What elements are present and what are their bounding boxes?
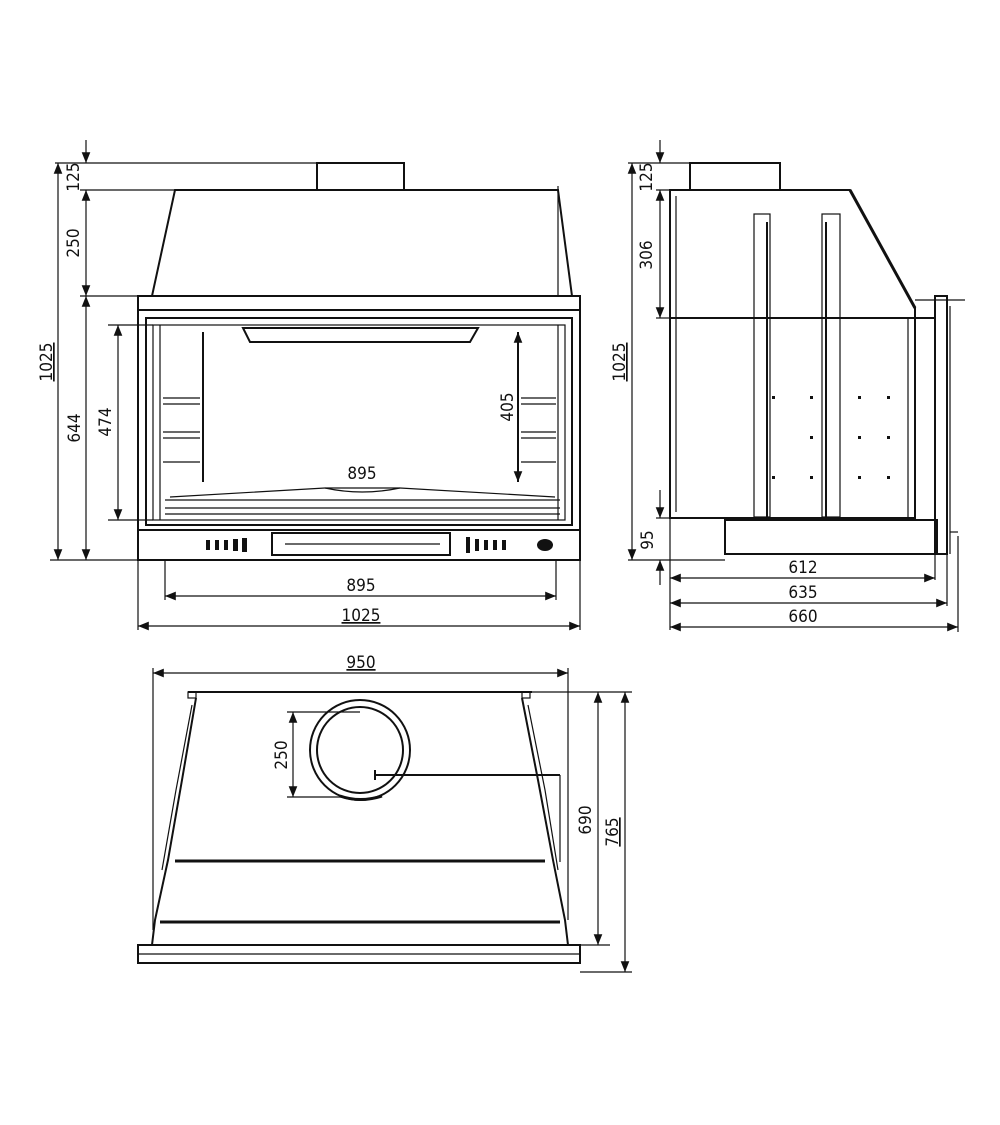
side-base — [724, 519, 938, 555]
front-hearth-floor — [169, 487, 556, 498]
front-top-plate — [137, 295, 581, 311]
front-left-grate — [163, 397, 200, 463]
top-flue-outer — [309, 699, 411, 801]
side-rivets — [772, 396, 890, 479]
air-control-knob — [537, 539, 553, 551]
front-dim-width-895: 895 — [346, 576, 375, 596]
side-view: 125 306 1025 95 612 635 660 — [610, 140, 965, 632]
front-dim-top-offset: 125 — [64, 162, 84, 191]
ash-drawer — [271, 532, 451, 556]
front-dim-width-1025: 1025 — [342, 606, 381, 626]
side-body — [669, 189, 916, 519]
side-dim-base-height: 95 — [638, 530, 658, 549]
front-base-panel — [137, 529, 581, 561]
top-dim-depth-690: 690 — [576, 805, 596, 834]
side-flue-collar — [689, 162, 781, 191]
side-dim-depth-635: 635 — [788, 583, 817, 603]
top-dim-width: 950 — [346, 653, 375, 673]
top-hood-left — [151, 697, 197, 946]
front-right-grate — [521, 397, 556, 463]
vents-left — [206, 538, 247, 552]
front-dim-inner-height: 405 — [498, 392, 518, 421]
front-baffle — [241, 327, 480, 343]
top-dim-depth-765: 765 — [603, 817, 623, 846]
front-dim-inner-width: 895 — [347, 464, 376, 484]
front-hood — [150, 189, 574, 297]
side-dim-top-offset: 125 — [637, 162, 657, 191]
top-dim-flue-diameter: 250 — [272, 740, 292, 769]
top-hood-right — [521, 697, 569, 946]
side-dim-depth-612: 612 — [788, 558, 817, 578]
front-dim-total-height: 1025 — [37, 343, 57, 382]
side-dim-total-height: 1025 — [610, 343, 630, 382]
side-dim-upper-height: 306 — [637, 240, 657, 269]
side-front-frame — [934, 295, 948, 555]
top-flue-inner — [316, 706, 404, 794]
front-flue-collar — [316, 162, 405, 191]
front-dim-opening-height: 474 — [96, 407, 116, 436]
front-frame — [145, 317, 573, 526]
front-dim-lower-height: 644 — [65, 413, 85, 442]
front-dim-hood-height: 250 — [64, 228, 84, 257]
front-view: 125 250 1025 644 474 405 895 895 1025 — [37, 140, 581, 631]
top-view: 950 250 690 765 — [137, 653, 632, 973]
vents-right — [466, 537, 506, 553]
side-dim-depth-660: 660 — [788, 607, 817, 627]
